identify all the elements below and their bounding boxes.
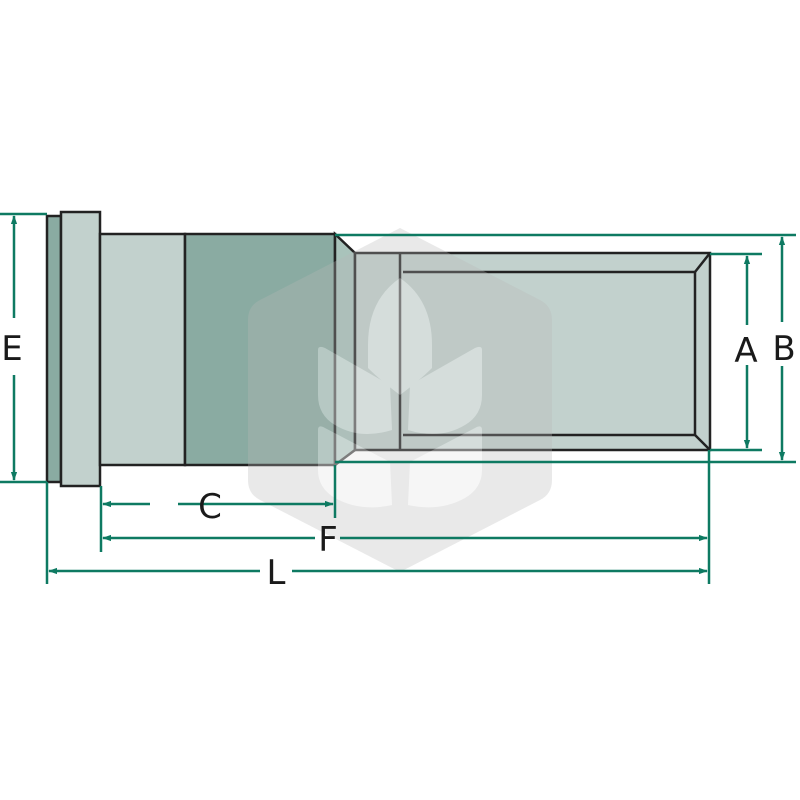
head-thin-flange: [45, 214, 63, 484]
watermark-hexagon-icon: [248, 228, 552, 572]
shank-knurled: [183, 232, 337, 467]
watermark-logo: [248, 228, 552, 572]
label-C: C: [198, 487, 222, 527]
watermark-leaf-icon: [318, 278, 482, 508]
thread-section: [353, 251, 712, 452]
label-A: A: [734, 331, 757, 371]
label-L: L: [267, 553, 286, 593]
thread-core-outline: [403, 270, 697, 437]
end-chamfer-bottom: [694, 434, 711, 451]
head-thick-flange: [59, 210, 102, 488]
shank-smooth: [98, 232, 187, 467]
end-chamfer-top: [694, 252, 711, 273]
stud-body: [45, 210, 712, 488]
label-B: B: [772, 329, 795, 369]
dimension-lines: [0, 212, 796, 584]
label-E: E: [1, 329, 22, 369]
dimension-labels: E A B C F L: [1, 329, 795, 593]
label-F: F: [318, 520, 338, 560]
